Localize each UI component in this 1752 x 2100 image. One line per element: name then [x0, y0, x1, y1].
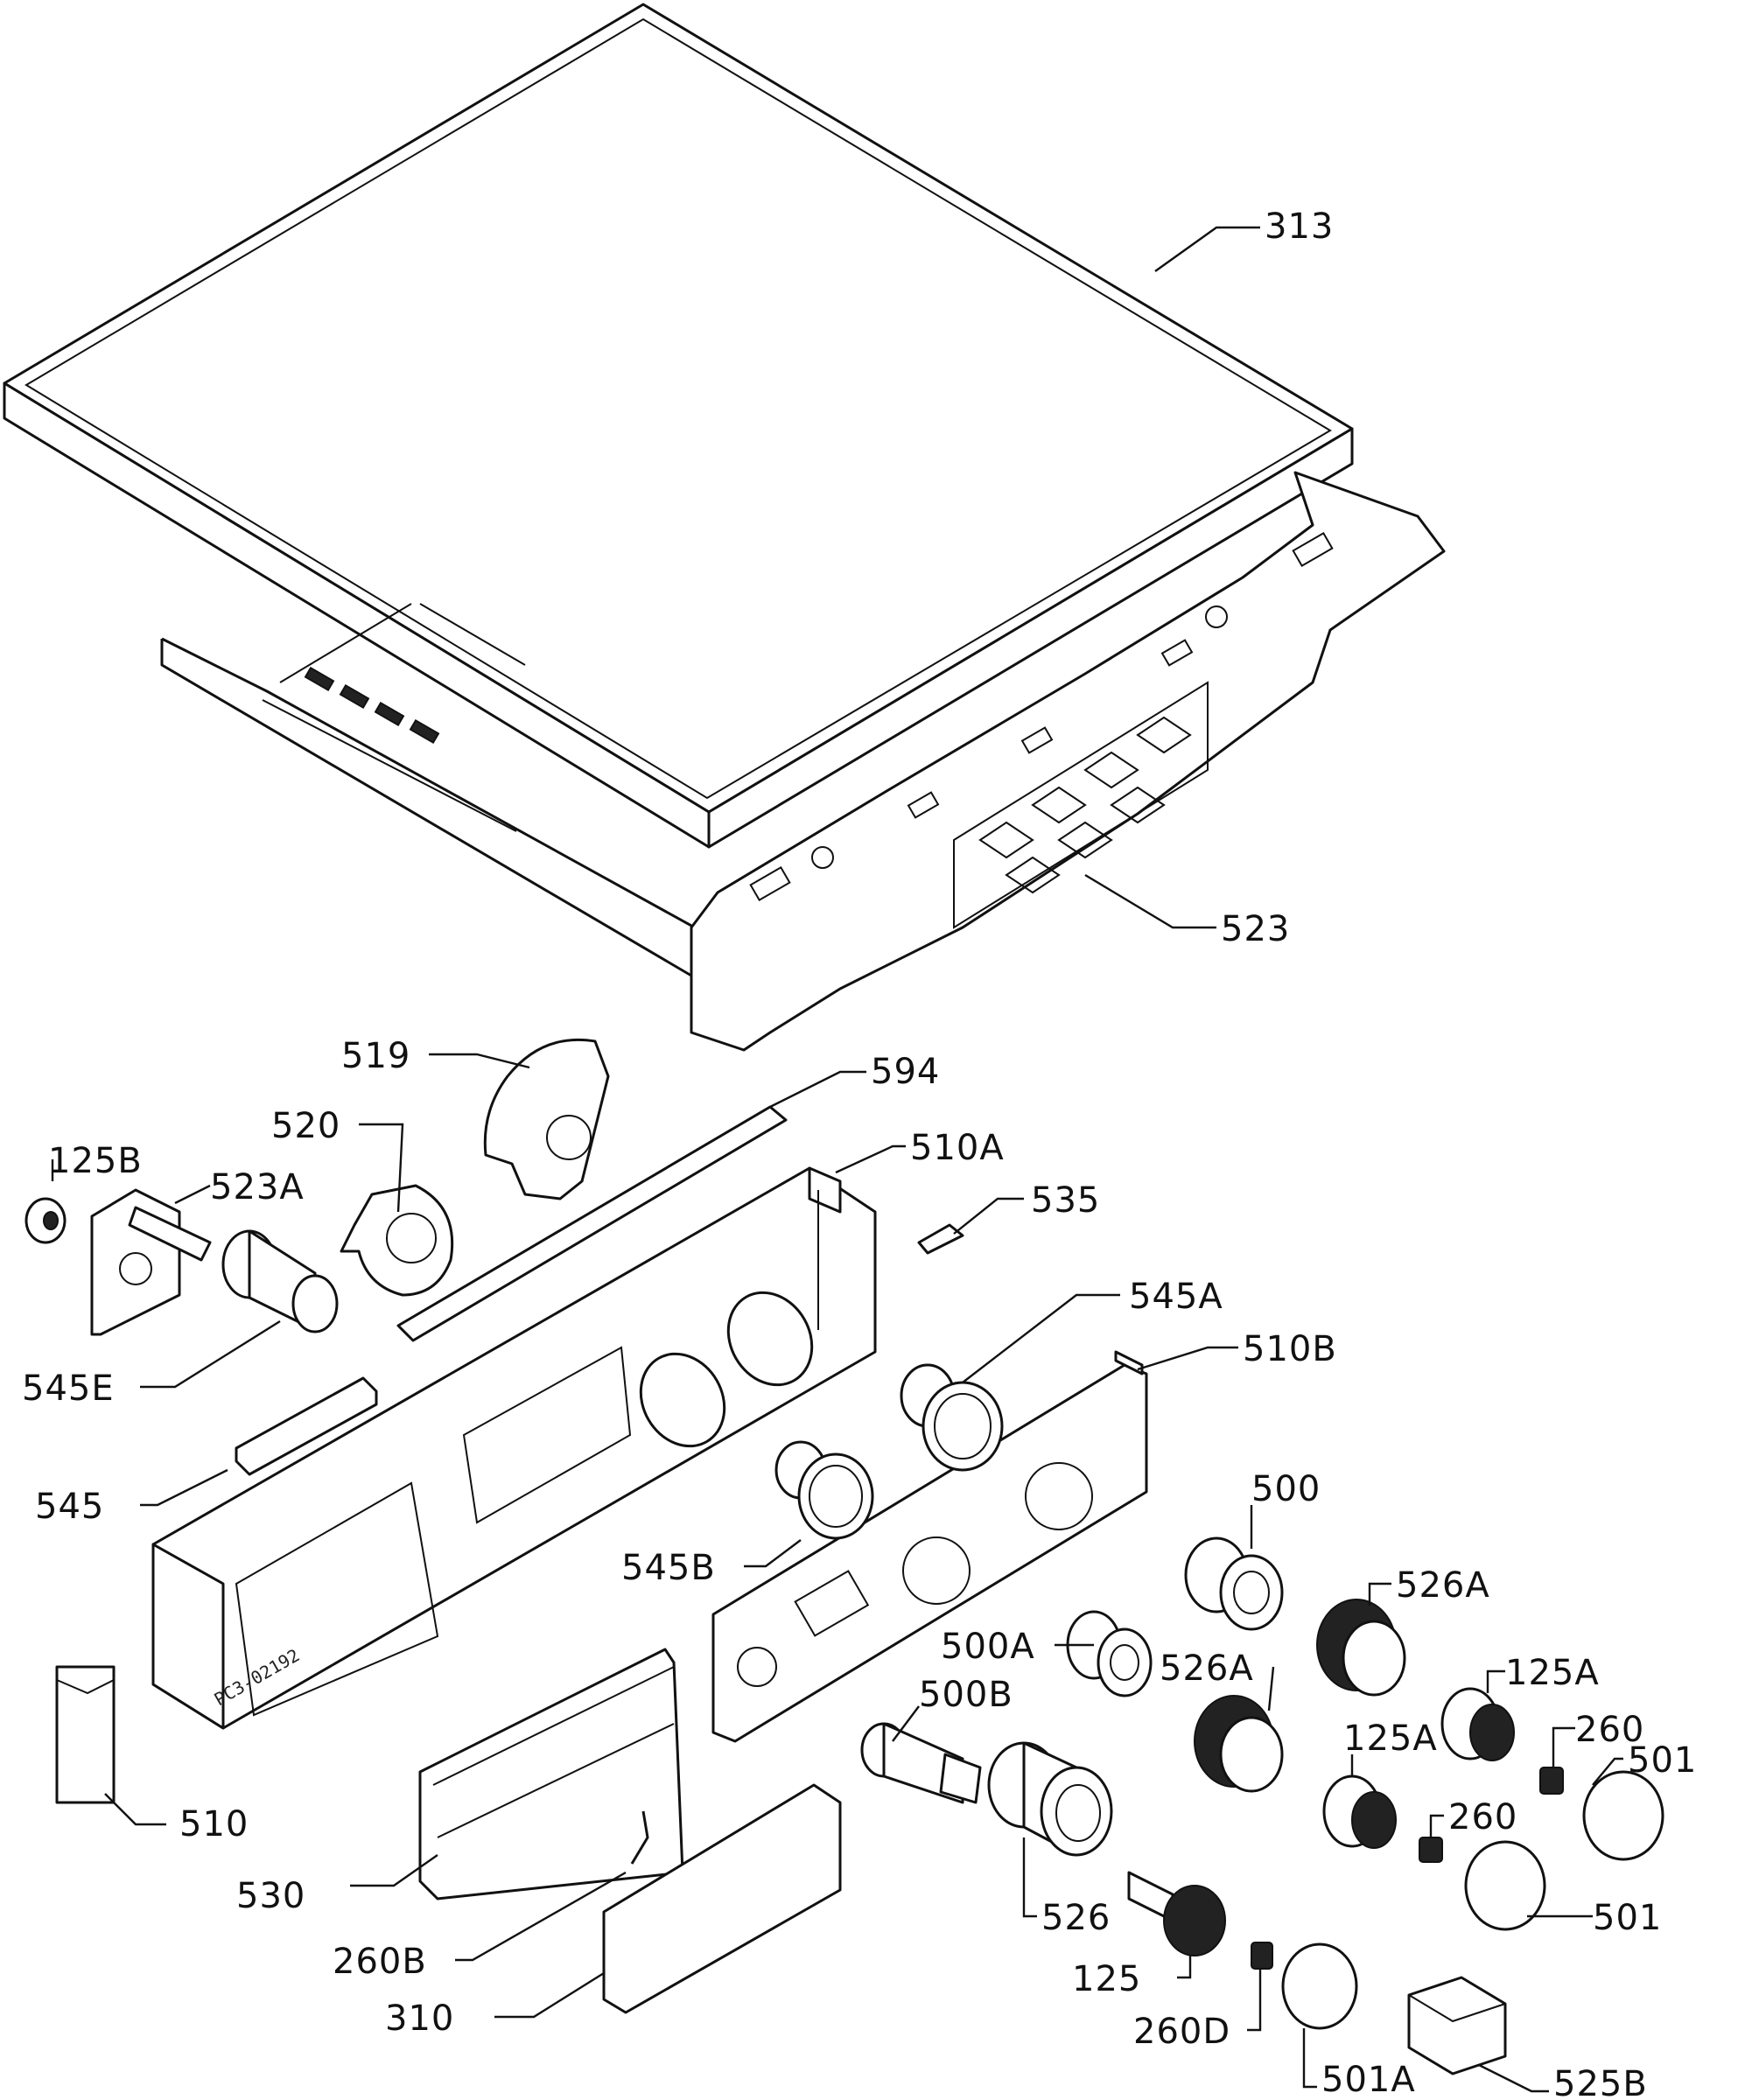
label-500: 500 — [1251, 1469, 1321, 1509]
part-310-flap — [602, 1783, 842, 2014]
label-313: 313 — [1265, 206, 1334, 247]
label-525B: 525B — [1553, 2064, 1648, 2100]
part-501A-cap — [1281, 1942, 1358, 2030]
label-125: 125 — [1072, 1959, 1141, 1999]
part-125A-spring-2 — [1322, 1774, 1397, 1849]
label-260D: 260D — [1133, 2012, 1230, 2052]
label-125B: 125B — [48, 1141, 143, 1181]
label-260-1: 260 — [1575, 1710, 1644, 1750]
part-125A-spring-1 — [1440, 1687, 1515, 1761]
part-526A-knob-2 — [1194, 1695, 1284, 1793]
part-525B-block — [1407, 1976, 1507, 2076]
part-260-spring-1 — [1539, 1767, 1564, 1795]
part-545E-knob — [221, 1229, 339, 1334]
label-535: 535 — [1031, 1180, 1100, 1221]
part-500A-bushing — [1066, 1610, 1153, 1698]
label-594: 594 — [871, 1052, 940, 1092]
part-594-strip — [396, 1105, 788, 1342]
label-523A: 523A — [210, 1167, 305, 1208]
label-545A: 545A — [1129, 1277, 1223, 1317]
label-501-2: 501 — [1593, 1898, 1662, 1938]
label-523: 523 — [1221, 909, 1290, 949]
label-260-2: 260 — [1448, 1797, 1517, 1838]
part-260B-spring — [630, 1810, 649, 1865]
label-510: 510 — [179, 1804, 249, 1844]
label-125A-1: 125A — [1505, 1653, 1600, 1693]
label-545B: 545B — [621, 1548, 716, 1588]
part-125B-spring — [25, 1197, 67, 1244]
label-520: 520 — [271, 1106, 340, 1146]
part-500B-shaft — [860, 1722, 982, 1804]
label-260B: 260B — [333, 1942, 427, 1982]
label-530: 530 — [236, 1876, 305, 1916]
label-510A: 510A — [910, 1128, 1005, 1168]
part-520-clip — [340, 1184, 454, 1297]
label-526: 526 — [1041, 1898, 1111, 1938]
part-260-spring-2 — [1419, 1837, 1443, 1863]
label-500B: 500B — [919, 1675, 1013, 1715]
part-125-gear — [1127, 1871, 1226, 1956]
part-526A-knob-1 — [1316, 1599, 1406, 1697]
part-545A-bezel — [900, 1363, 1004, 1472]
label-125A-2: 125A — [1343, 1718, 1438, 1759]
label-501-1: 501 — [1628, 1740, 1697, 1781]
part-523-frame — [160, 471, 1446, 1052]
label-519: 519 — [341, 1036, 410, 1076]
part-545B-bezel — [774, 1440, 874, 1540]
label-501A: 501A — [1321, 2060, 1416, 2100]
part-510B-panel — [711, 1350, 1148, 1743]
part-510-trim — [55, 1665, 116, 1804]
label-545E: 545E — [22, 1368, 115, 1409]
part-530-dispenser — [418, 1648, 684, 1900]
part-523A-bracket — [90, 1188, 212, 1336]
part-535-arrow — [917, 1223, 964, 1255]
part-501-cap-2 — [1464, 1840, 1546, 1931]
part-labels: 313 523 519 594 520 510A 125B 523A 535 5… — [22, 206, 1697, 2100]
label-500A: 500A — [941, 1627, 1035, 1667]
leader-lines — [51, 226, 1623, 2093]
label-510B: 510B — [1243, 1329, 1337, 1369]
part-519-bracket — [483, 1038, 610, 1200]
part-526-knob — [987, 1741, 1113, 1857]
label-545: 545 — [35, 1487, 104, 1527]
part-501-cap-1 — [1582, 1770, 1664, 1861]
part-260D-spring — [1251, 1942, 1273, 1970]
part-510A-panel — [151, 1166, 877, 1730]
label-526A-1: 526A — [1396, 1565, 1490, 1606]
label-526A-2: 526A — [1160, 1648, 1254, 1689]
part-500-bushing — [1184, 1536, 1284, 1631]
part-313-lid — [3, 3, 1354, 849]
part-545-strip — [235, 1376, 378, 1476]
label-310: 310 — [385, 1998, 454, 2039]
